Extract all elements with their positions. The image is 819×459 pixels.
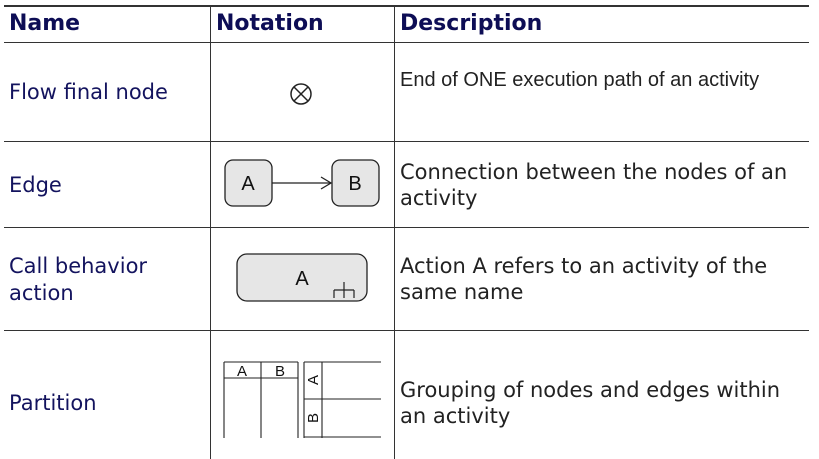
row-description-edge: Connection between the nodes of an activ… bbox=[400, 160, 788, 210]
row-description-partition: Grouping of nodes and edges within an ac… bbox=[400, 378, 781, 428]
edge-icon: A B bbox=[224, 159, 380, 207]
partition-icon: A B A B bbox=[223, 361, 381, 438]
top-rule bbox=[4, 5, 809, 7]
flow-final-node-icon bbox=[290, 83, 312, 105]
partition-label-b-rotated: B bbox=[305, 413, 322, 423]
row-divider-3 bbox=[4, 330, 809, 331]
row-name-flow-final-node: Flow final node bbox=[9, 80, 168, 104]
edge-label-b: B bbox=[348, 173, 361, 195]
row-description-flow-final-node: End of ONE execution path of an activity bbox=[400, 69, 760, 91]
partition-label-b: B bbox=[275, 363, 285, 380]
row-name-edge: Edge bbox=[9, 173, 62, 197]
partition-label-a: A bbox=[237, 363, 247, 380]
header-rule bbox=[4, 42, 809, 43]
header-notation: Notation bbox=[216, 11, 324, 36]
header-description: Description bbox=[400, 11, 543, 36]
call-behavior-action-icon: A bbox=[236, 253, 368, 302]
row-divider-2 bbox=[4, 227, 809, 228]
header-name: Name bbox=[9, 11, 81, 36]
edge-label-a: A bbox=[241, 173, 255, 195]
row-description-call-behavior-action: Action A refers to an activity of the sa… bbox=[400, 254, 768, 304]
row-divider-1 bbox=[4, 141, 809, 142]
partition-label-a-rotated: A bbox=[305, 375, 322, 385]
row-name-partition: Partition bbox=[9, 391, 97, 415]
column-divider-1 bbox=[210, 6, 211, 459]
row-name-call-behavior-action: Call behavior action bbox=[9, 254, 148, 305]
call-behavior-label-a: A bbox=[295, 268, 309, 290]
column-divider-2 bbox=[394, 6, 395, 459]
